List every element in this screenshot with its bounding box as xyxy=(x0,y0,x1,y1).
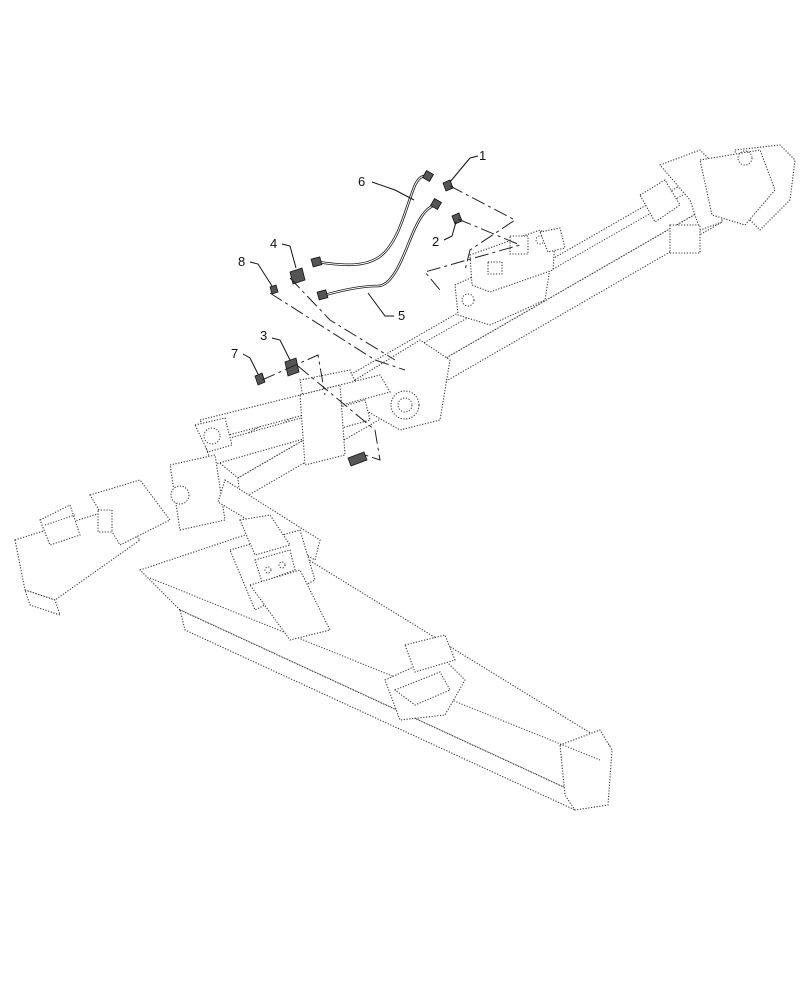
lower-fitting xyxy=(347,451,368,467)
part-2-fitting xyxy=(451,212,463,225)
left-crossbar xyxy=(194,374,391,466)
hose-5 xyxy=(324,203,436,297)
hose-6 xyxy=(317,174,429,267)
callout-6: 6 xyxy=(358,174,365,189)
phantom-lines xyxy=(261,185,522,461)
drawbar-tongue xyxy=(138,514,613,811)
hydraulic-hoses xyxy=(310,169,443,301)
valve-block-assembly xyxy=(454,227,566,326)
toolbar-frame xyxy=(209,144,796,501)
part-1-fitting xyxy=(442,179,454,192)
callout-4: 4 xyxy=(270,236,277,251)
callout-3: 3 xyxy=(260,328,267,343)
center-pivot xyxy=(299,339,451,431)
callout-2: 2 xyxy=(432,234,439,249)
callout-leaders xyxy=(242,155,479,375)
left-hitch-frame xyxy=(14,454,321,616)
callout-5: 5 xyxy=(398,308,405,323)
part-8-washer xyxy=(269,284,279,295)
callout-1: 1 xyxy=(479,148,486,163)
callout-7: 7 xyxy=(231,346,238,361)
part-4-adapter xyxy=(289,267,306,285)
callout-8: 8 xyxy=(238,254,245,269)
callout-labels: 1 2 3 4 5 6 7 8 xyxy=(231,148,486,361)
part-7-nut xyxy=(254,372,266,386)
